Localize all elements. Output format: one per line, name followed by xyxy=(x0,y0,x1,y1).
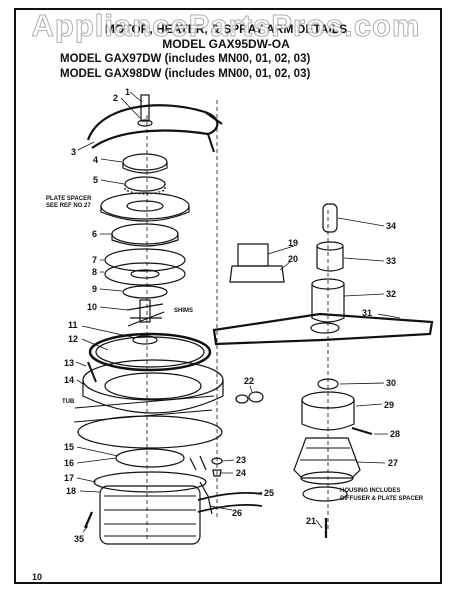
clips-26 xyxy=(189,455,213,515)
callout-13: 13 xyxy=(64,358,74,368)
tub-note: TUB xyxy=(62,399,75,405)
screw-13 xyxy=(87,361,97,383)
callout-9: 9 xyxy=(92,284,97,294)
callout-20: 20 xyxy=(288,254,298,264)
sump-assembly-14 xyxy=(73,359,224,449)
washer-9 xyxy=(122,285,168,299)
plate-spacer xyxy=(100,192,190,222)
watermark: AppliancePartsPros.com xyxy=(31,8,421,44)
spray-arm-31 xyxy=(212,312,434,346)
callout-11: 11 xyxy=(68,320,78,330)
bracket-19-20 xyxy=(229,243,285,283)
title-line-1: MOTOR, HEATER, & SPRAY ARM DETAILS xyxy=(104,22,348,36)
leader-lines xyxy=(75,91,401,533)
callout-7: 7 xyxy=(92,255,97,265)
callout-31: 31 xyxy=(362,308,372,318)
callout-21: 21 xyxy=(306,516,316,526)
callout-30: 30 xyxy=(386,378,396,388)
callout-6: 6 xyxy=(92,229,97,239)
gasket-8 xyxy=(104,262,186,286)
title-line-2: MODEL GAX95DW-OA xyxy=(162,37,290,51)
pump-housing-29 xyxy=(301,391,355,431)
callout-26: 26 xyxy=(232,508,242,518)
lower-housing-27 xyxy=(293,437,361,485)
diffuser-plate xyxy=(302,486,348,502)
plate-spacer-note-1: PLATE SPACER xyxy=(46,196,92,202)
callout-10: 10 xyxy=(87,302,97,312)
housing-note-2: DIFFUSER & PLATE SPACER xyxy=(340,496,424,502)
grommet-22 xyxy=(235,391,264,404)
callout-33: 33 xyxy=(386,256,396,266)
callout-28: 28 xyxy=(390,429,400,439)
page-number: 10 xyxy=(32,572,43,582)
callout-15: 15 xyxy=(64,442,74,452)
impeller-plate xyxy=(111,223,179,247)
screw-28 xyxy=(351,427,373,435)
callout-29: 29 xyxy=(384,400,394,410)
callout-35: 35 xyxy=(74,534,84,544)
callout-17: 17 xyxy=(64,473,74,483)
callout-2: 2 xyxy=(113,93,118,103)
spray-tube-34 xyxy=(322,203,338,233)
shims-note: SHIMS xyxy=(174,308,193,314)
callout-3: 3 xyxy=(71,147,76,157)
seal-11 xyxy=(132,335,158,345)
hub-nut xyxy=(122,153,168,174)
plate-spacer-note-2: SEE REF NO 27 xyxy=(46,203,91,209)
callout-34: 34 xyxy=(386,221,396,231)
callout-16: 16 xyxy=(64,458,74,468)
gasket-16 xyxy=(115,448,185,468)
title-line-4: MODEL GAX98DW (includes MN00, 01, 02, 03… xyxy=(60,68,311,80)
callout-18: 18 xyxy=(66,486,76,496)
diagram-frame xyxy=(14,8,442,584)
callout-14: 14 xyxy=(64,375,74,385)
callout-24: 24 xyxy=(236,468,246,478)
callout-8: 8 xyxy=(92,267,97,277)
callout-1: 1 xyxy=(125,87,130,97)
callout-12: 12 xyxy=(68,334,78,344)
heater-element xyxy=(86,104,223,153)
callout-19: 19 xyxy=(288,238,298,248)
callout-27: 27 xyxy=(388,458,398,468)
callout-25: 25 xyxy=(264,488,274,498)
title-line-3: MODEL GAX97DW (includes MN00, 01, 02, 03… xyxy=(60,53,311,65)
ring-12 xyxy=(88,332,212,372)
impeller-10 xyxy=(126,299,165,327)
housing-note-1: HOUSING INCLUDES xyxy=(340,488,400,494)
bolt-24 xyxy=(212,469,222,477)
callout-5: 5 xyxy=(93,175,98,185)
motor-assembly xyxy=(93,471,263,545)
callout-4: 4 xyxy=(93,155,98,165)
screw-and-nut xyxy=(137,94,153,127)
tube-33 xyxy=(316,241,344,272)
callout-22: 22 xyxy=(244,376,254,386)
callout-23: 23 xyxy=(236,455,246,465)
tube-32 xyxy=(311,278,345,323)
gasket-7 xyxy=(104,248,186,272)
gear-5 xyxy=(124,176,166,195)
diffuser-cap-30 xyxy=(317,378,339,390)
callout-32: 32 xyxy=(386,289,396,299)
screw-35 xyxy=(83,511,94,529)
